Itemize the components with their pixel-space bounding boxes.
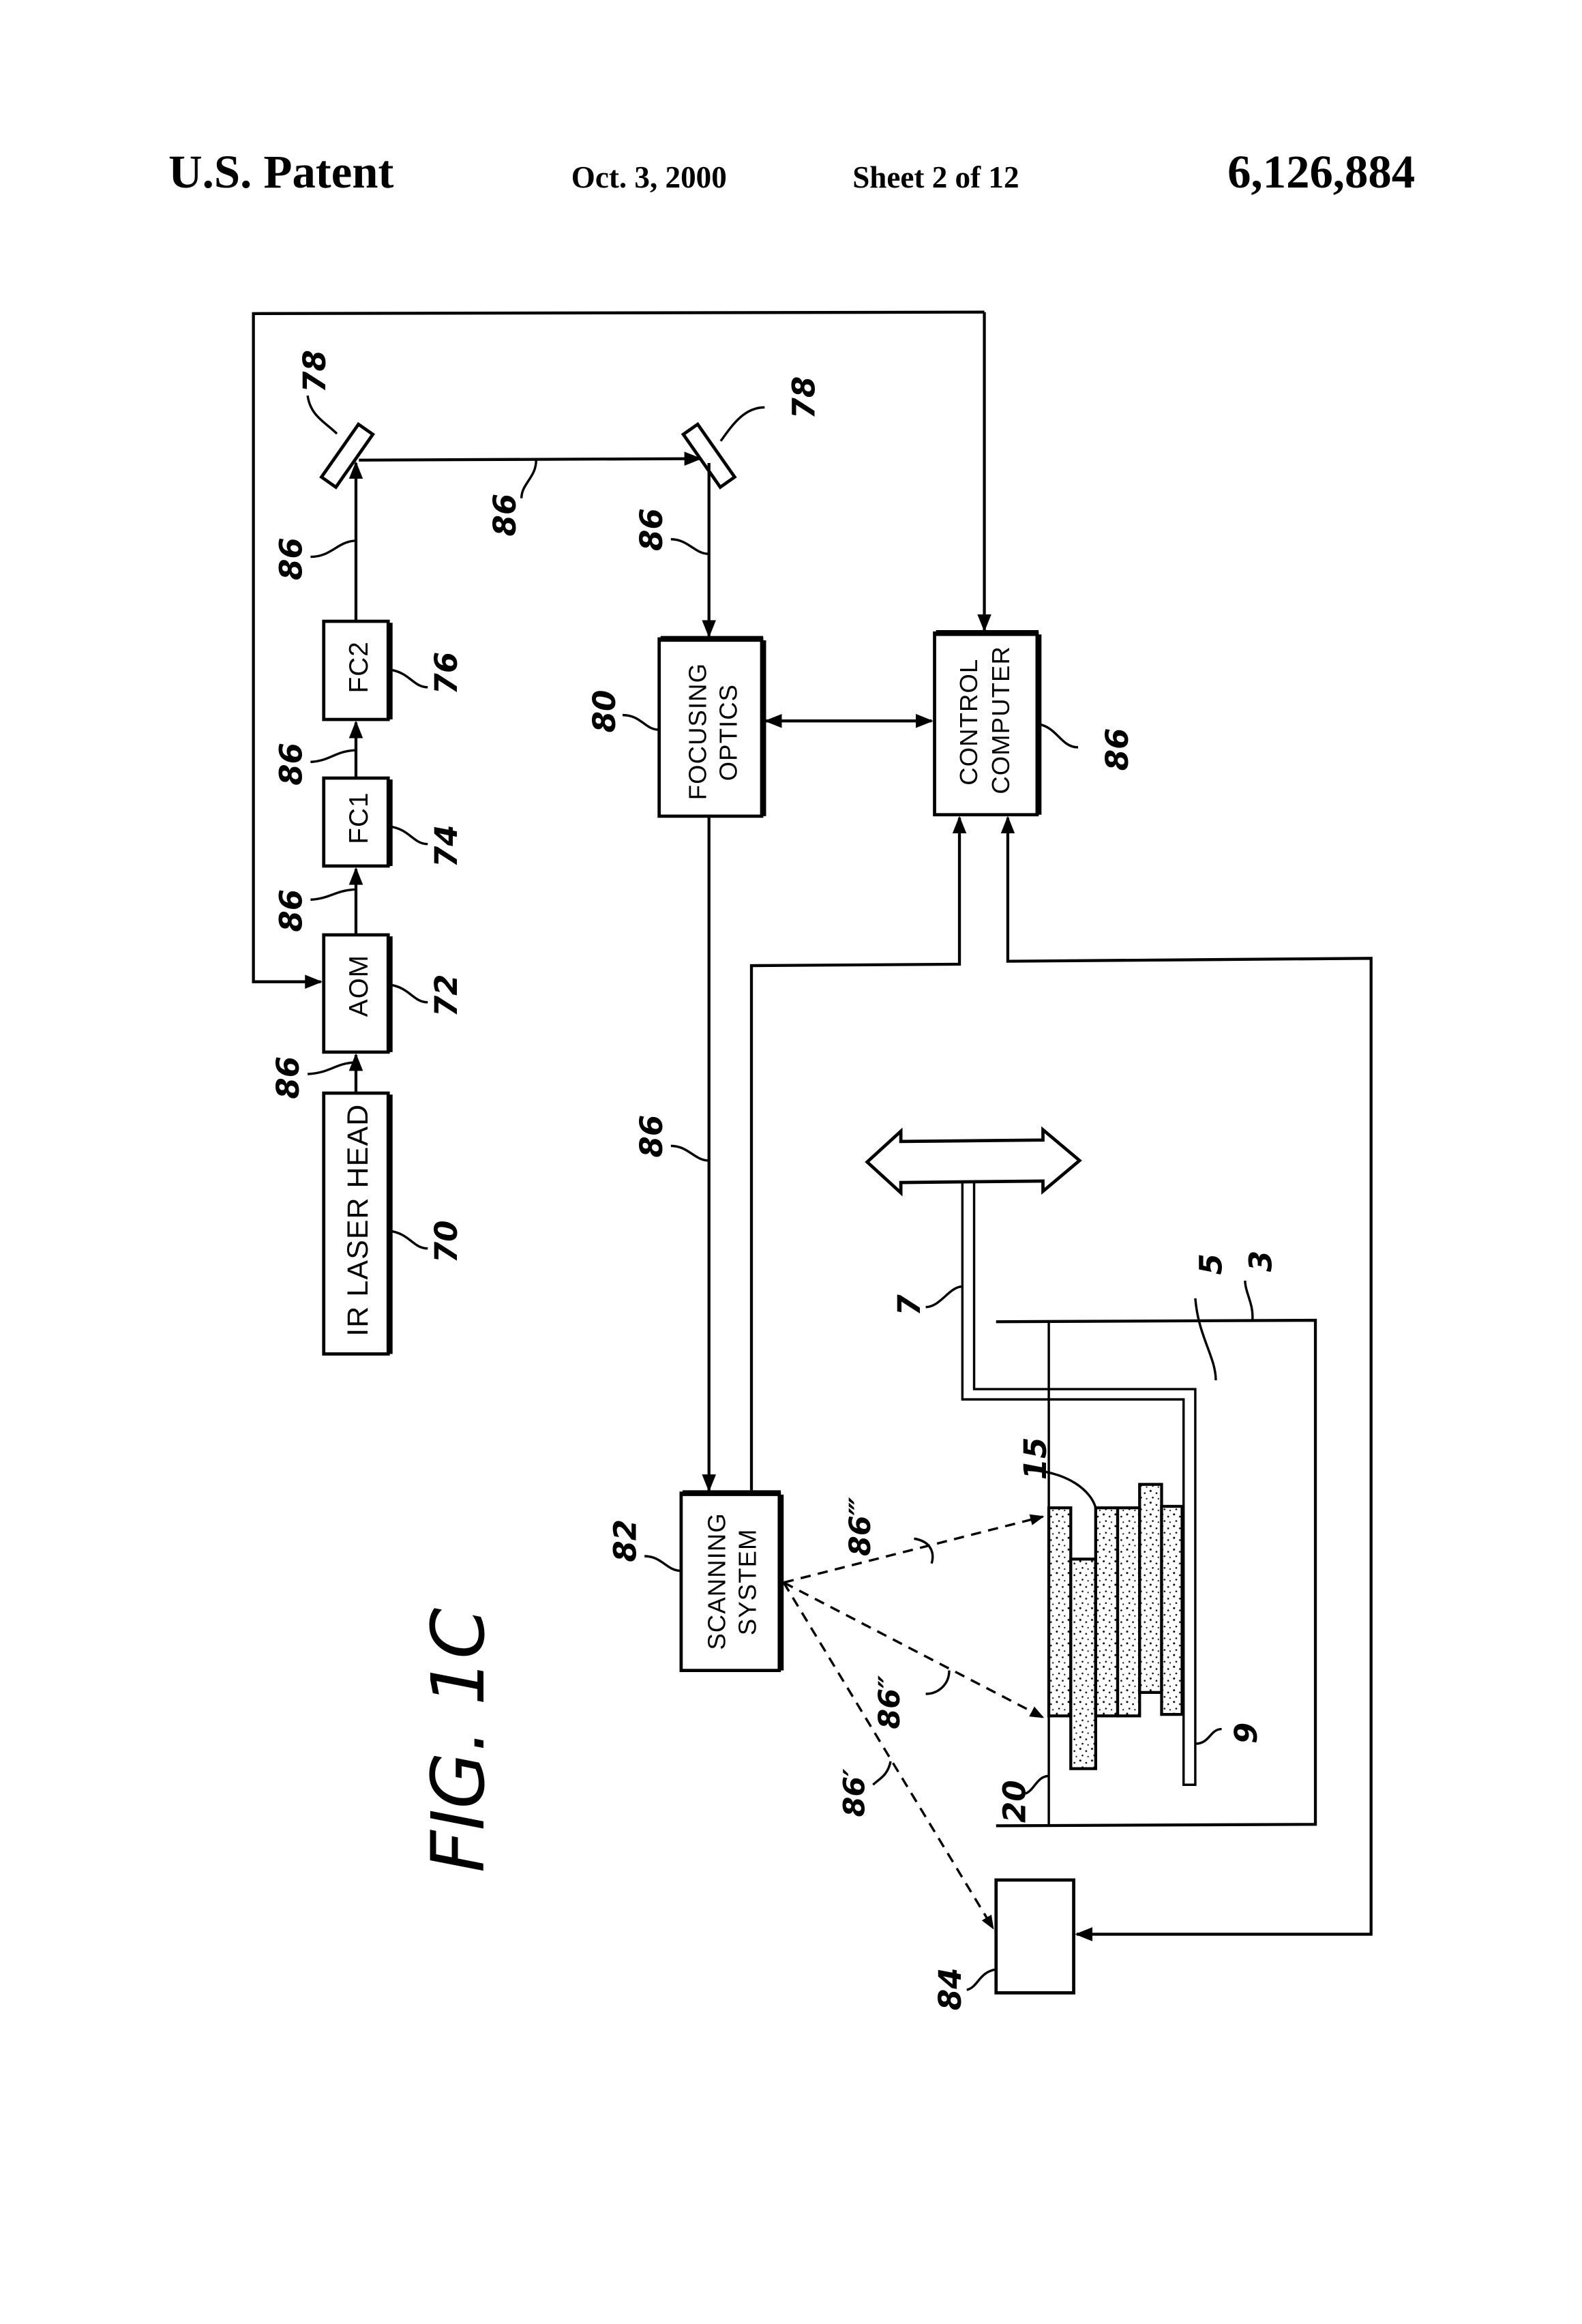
focusing-optics-block: FOCUSING OPTICS 80 (586, 639, 763, 816)
figure-label: FIG. 1C (416, 1608, 501, 1873)
part-layers-15: 15 (1017, 1437, 1182, 1768)
control-computer-line1: CONTROL (955, 659, 983, 786)
ref-86-optics-scanner: 86 (633, 1115, 670, 1158)
ir-laser-head-block: IR LASER HEAD 70 (324, 1093, 464, 1354)
layer (1139, 1485, 1161, 1693)
scan-beams: 86‴ 86″ 86′ (783, 1497, 1043, 1928)
ref-78-right: 78 (786, 376, 822, 419)
fc2-block: FC2 76 (324, 621, 464, 719)
ref-86-prime: 86′ (837, 1768, 871, 1817)
fc1-block: FC1 74 (324, 778, 464, 867)
header-office: U.S. Patent (168, 146, 393, 198)
header-sheet: Sheet 2 of 12 (852, 160, 1019, 194)
ref-80: 80 (586, 690, 623, 733)
ref-86-aom-fc1: 86 (273, 889, 310, 932)
scanning-system-line1: SCANNING (702, 1513, 730, 1650)
ref-3: 3 (1243, 1251, 1279, 1272)
ref-86-double-prime: 86″ (873, 1675, 907, 1729)
ir-laser-head-label: IR LASER HEAD (342, 1104, 374, 1337)
scan-beam-86-double-prime (783, 1583, 1043, 1718)
mirror-78-right: 78 (683, 376, 822, 488)
detector-box-84: 84 (932, 1880, 1073, 2010)
ref-86-laser-aom: 86 (270, 1056, 306, 1099)
scan-beam-86-triple-prime (783, 1517, 1043, 1583)
ref-86-triple-prime: 86‴ (844, 1497, 878, 1556)
ref-76: 76 (428, 652, 464, 695)
aom-block: AOM 72 (324, 935, 464, 1052)
layer (1071, 1559, 1096, 1768)
beam-mirror-to-mirror (359, 459, 700, 460)
ref-82: 82 (607, 1519, 643, 1562)
ref-86-fc1-fc2: 86 (273, 743, 310, 786)
fc2-label: FC2 (344, 641, 374, 693)
laser-chain: IR LASER HEAD 70 AOM 72 FC1 74 FC2 76 (270, 463, 464, 1354)
ref-72: 72 (428, 974, 464, 1017)
layer (1118, 1508, 1139, 1716)
ref-5: 5 (1193, 1253, 1229, 1275)
control-computer-block: CONTROL COMPUTER 86 (935, 633, 1136, 814)
fc1-label: FC1 (344, 792, 374, 844)
focusing-optics-line1: FOCUSING (683, 663, 711, 800)
scanning-system-block: SCANNING SYSTEM 82 (607, 1493, 781, 1671)
ref-86-fc2-mirror: 86 (273, 537, 310, 580)
ref-9: 9 (1228, 1723, 1264, 1744)
focusing-optics-line2: OPTICS (715, 684, 743, 781)
header-date: Oct. 3, 2000 (571, 160, 727, 194)
page-header: U.S. Patent Oct. 3, 2000 Sheet 2 of 12 6… (168, 146, 1415, 198)
aom-label: AOM (344, 955, 374, 1017)
ref-86-mirror-mirror: 86 (487, 494, 523, 537)
ref-7: 7 (891, 1294, 927, 1316)
ref-20: 20 (997, 1780, 1033, 1823)
ref-86-mirror-optics: 86 (633, 508, 670, 551)
layer (1161, 1506, 1182, 1714)
ref-15: 15 (1017, 1437, 1054, 1480)
scan-beam-86-prime (783, 1583, 993, 1928)
mirror-78-left: 78 (297, 350, 373, 487)
control-computer-line2: COMPUTER (987, 646, 1015, 794)
ref-78-left: 78 (297, 350, 333, 393)
mirror-assembly: 78 78 86 86 (297, 350, 822, 636)
layer (1096, 1508, 1118, 1716)
ref-86-control-computer: 86 (1099, 728, 1135, 771)
ref-70: 70 (428, 1220, 464, 1263)
ref-84: 84 (932, 1967, 968, 2010)
layer (1049, 1508, 1071, 1716)
ref-74: 74 (428, 824, 464, 867)
signal-lines: 86 (633, 818, 1371, 1934)
scanning-system-line2: SYSTEM (733, 1528, 761, 1635)
header-patent-number: 6,126,884 (1227, 146, 1415, 198)
